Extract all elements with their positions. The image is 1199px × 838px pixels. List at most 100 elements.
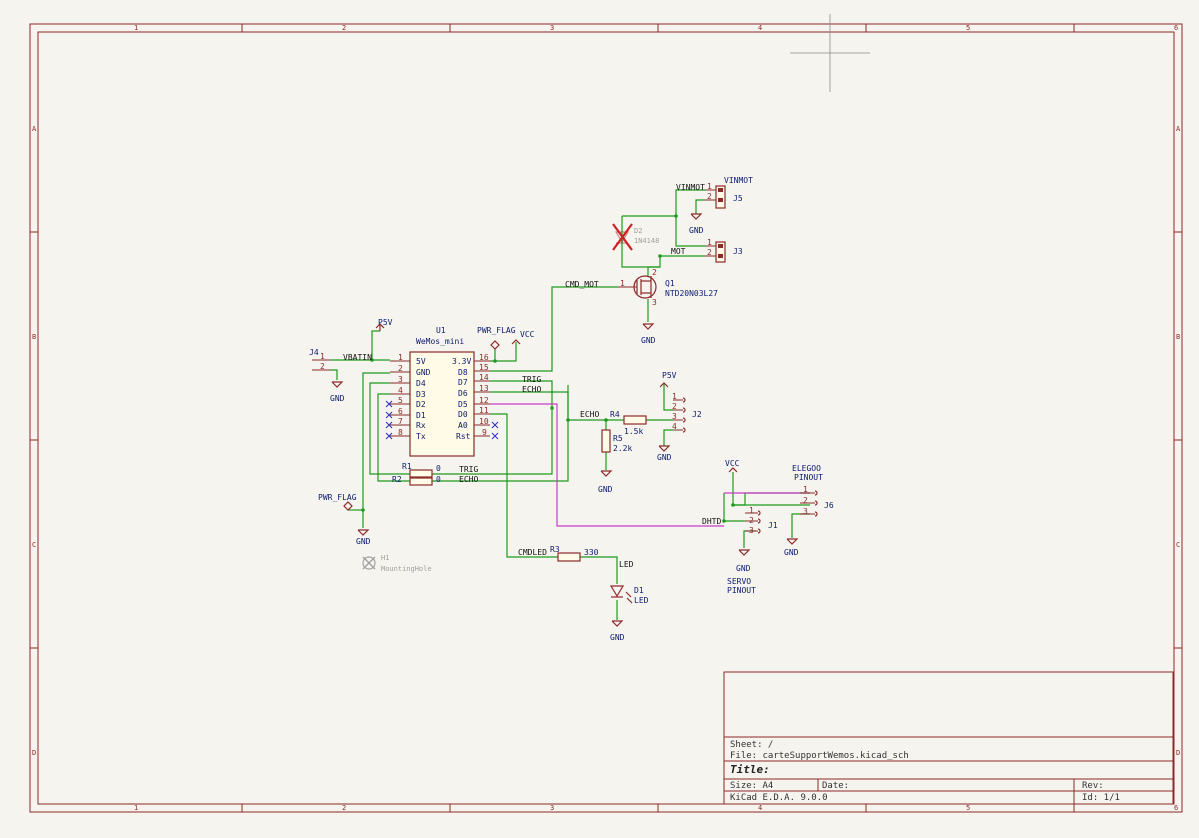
u1-value: WeMos_mini bbox=[416, 337, 464, 346]
u1-pin-name-3v3: 3.3V bbox=[452, 357, 471, 366]
r1-ref: R1 bbox=[402, 462, 412, 471]
gnd-j2: GND bbox=[657, 453, 672, 462]
drawing-frame: 1 2 3 4 5 6 1 2 3 4 5 6 A B C D A B C bbox=[29, 23, 1183, 813]
vinmot-label: VINMOT bbox=[724, 176, 753, 185]
u1-pin-name-d3: D3 bbox=[416, 390, 426, 399]
h1-mounting-hole[interactable]: H1 MountingHole bbox=[362, 554, 432, 573]
net-cmd-mot: CMD_MOT bbox=[565, 280, 599, 289]
d2-ref: D2 bbox=[634, 227, 642, 235]
u1-pin-name-d1: D1 bbox=[416, 411, 426, 420]
elegoo-note-line2: PINOUT bbox=[794, 473, 823, 482]
row-markers: A B C D A B C D bbox=[30, 125, 1182, 757]
col-marker-2-bottom: 2 bbox=[342, 804, 346, 812]
r1-resistor[interactable]: R1 0 TRIG bbox=[402, 462, 478, 478]
j6-pin-1: 1 bbox=[803, 485, 808, 494]
net-vinmot: VINMOT bbox=[676, 183, 705, 192]
u1-pin-name-tx: Tx bbox=[416, 432, 426, 441]
r2-resistor[interactable]: R2 0 ECHO bbox=[392, 475, 478, 486]
net-vcc-top: VCC bbox=[520, 330, 535, 339]
no-connect-markers bbox=[385, 400, 499, 440]
j4-pin-2: 2 bbox=[320, 362, 325, 371]
dhtd-net-wire bbox=[490, 403, 810, 527]
u1-ref: U1 bbox=[436, 326, 446, 335]
power-symbols: P5V GND PWR_FLAG VCC PWR_FLAG GND GND GN… bbox=[318, 213, 799, 642]
j2-pin-1: 1 bbox=[672, 392, 677, 401]
j2-connector[interactable]: 1 2 3 4 J2 bbox=[672, 392, 702, 433]
r2-value: 0 bbox=[436, 475, 441, 484]
net-vbatin: VBATIN bbox=[343, 353, 372, 362]
u1-pin-num-6: 6 bbox=[398, 407, 403, 416]
column-markers: 1 2 3 4 5 6 1 2 3 4 5 6 bbox=[134, 24, 1178, 812]
title-block-rev: Rev: bbox=[1082, 781, 1104, 791]
col-marker-2: 2 bbox=[342, 24, 346, 32]
j3-connector[interactable]: 1 2 J3 bbox=[705, 238, 743, 263]
u1-wemos-mini[interactable]: U1 WeMos_mini 1 2 3 4 5 6 7 8 5V GND D4 … bbox=[385, 326, 499, 457]
q1-pin-3: 3 bbox=[652, 298, 657, 307]
j6-connector[interactable]: 1 2 3 J6 bbox=[800, 485, 834, 517]
servo-note-line1: SERVO bbox=[727, 577, 751, 586]
u1-pin-num-10: 10 bbox=[479, 417, 489, 426]
j2-pin-3: 3 bbox=[672, 412, 677, 421]
wires bbox=[330, 189, 810, 620]
gnd-j6: GND bbox=[784, 548, 799, 557]
net-echo-u1: ECHO bbox=[522, 385, 541, 394]
col-marker-6-bottom: 6 bbox=[1174, 804, 1178, 812]
u1-pin-num-5: 5 bbox=[398, 396, 403, 405]
q1-mosfet[interactable]: 1 2 3 Q1 NTD20N03L27 bbox=[617, 268, 718, 307]
row-marker-c-right: C bbox=[1176, 541, 1180, 549]
r5-resistor[interactable]: R5 2.2k bbox=[601, 429, 632, 453]
j5-connector[interactable]: 1 2 J5 bbox=[705, 182, 743, 209]
pwr-flag-bottom: PWR_FLAG bbox=[318, 493, 357, 502]
r4-ref: R4 bbox=[610, 410, 620, 419]
u1-pin-name-gnd: GND bbox=[416, 368, 431, 377]
gnd-r5: GND bbox=[598, 485, 613, 494]
q1-pin-1: 1 bbox=[620, 279, 625, 288]
row-marker-c: C bbox=[32, 541, 36, 549]
u1-pin-num-12: 12 bbox=[479, 396, 489, 405]
col-marker-3-bottom: 3 bbox=[550, 804, 554, 812]
net-p5v-j2: P5V bbox=[662, 371, 677, 380]
d1-led[interactable]: LED D1 LED bbox=[609, 560, 649, 605]
col-marker-4-bottom: 4 bbox=[758, 804, 762, 812]
j3-pin-2: 2 bbox=[707, 248, 712, 257]
j6-ref: J6 bbox=[824, 501, 834, 510]
u1-pin-name-d4: D4 bbox=[416, 379, 426, 388]
u1-pin-num-15: 15 bbox=[479, 363, 489, 372]
u1-pin-num-1: 1 bbox=[398, 353, 403, 362]
row-marker-a-right: A bbox=[1176, 125, 1181, 133]
d2-diode[interactable]: D2 1N4148 bbox=[612, 223, 659, 251]
junctions bbox=[361, 214, 735, 523]
j1-pin-1: 1 bbox=[749, 506, 754, 515]
u1-pin-num-4: 4 bbox=[398, 386, 403, 395]
r3-resistor[interactable]: R3 330 bbox=[550, 545, 599, 562]
u1-pin-num-2: 2 bbox=[398, 364, 403, 373]
net-p5v-u1: P5V bbox=[378, 318, 393, 327]
col-marker-5-bottom: 5 bbox=[966, 804, 970, 812]
u1-pin-name-rst: Rst bbox=[456, 432, 471, 441]
title-block[interactable]: Sheet: / File: carteSupportWemos.kicad_s… bbox=[723, 671, 1174, 805]
u1-pin-num-3: 3 bbox=[398, 375, 403, 384]
h1-value: MountingHole bbox=[381, 565, 432, 573]
j1-connector[interactable]: 1 2 3 J1 bbox=[745, 506, 778, 535]
crosshair-cursor bbox=[790, 14, 870, 92]
net-trig-u1: TRIG bbox=[522, 375, 541, 384]
j3-ref: J3 bbox=[733, 247, 743, 256]
u1-pin-num-9: 9 bbox=[482, 428, 487, 437]
title-block-sheet: Sheet: / bbox=[730, 740, 773, 750]
d1-net-label: LED bbox=[619, 560, 634, 569]
u1-pin-name-d6: D6 bbox=[458, 389, 468, 398]
h1-ref: H1 bbox=[381, 554, 389, 562]
r4-resistor[interactable]: R4 1.5k bbox=[610, 410, 647, 436]
u1-pin-name-d8: D8 bbox=[458, 368, 468, 377]
j4-connector[interactable]: J4 1 2 VBATIN bbox=[309, 348, 372, 371]
r4-value: 1.5k bbox=[624, 427, 643, 436]
row-marker-d: D bbox=[32, 749, 36, 757]
j5-ref: J5 bbox=[733, 194, 743, 203]
d1-ref: D1 bbox=[634, 586, 644, 595]
j2-pin-4: 4 bbox=[672, 422, 677, 431]
title-block-size: Size: A4 bbox=[730, 781, 773, 791]
u1-pin-name-d7: D7 bbox=[458, 378, 468, 387]
d2-value: 1N4148 bbox=[634, 237, 659, 245]
title-block-file: File: carteSupportWemos.kicad_sch bbox=[730, 751, 909, 761]
